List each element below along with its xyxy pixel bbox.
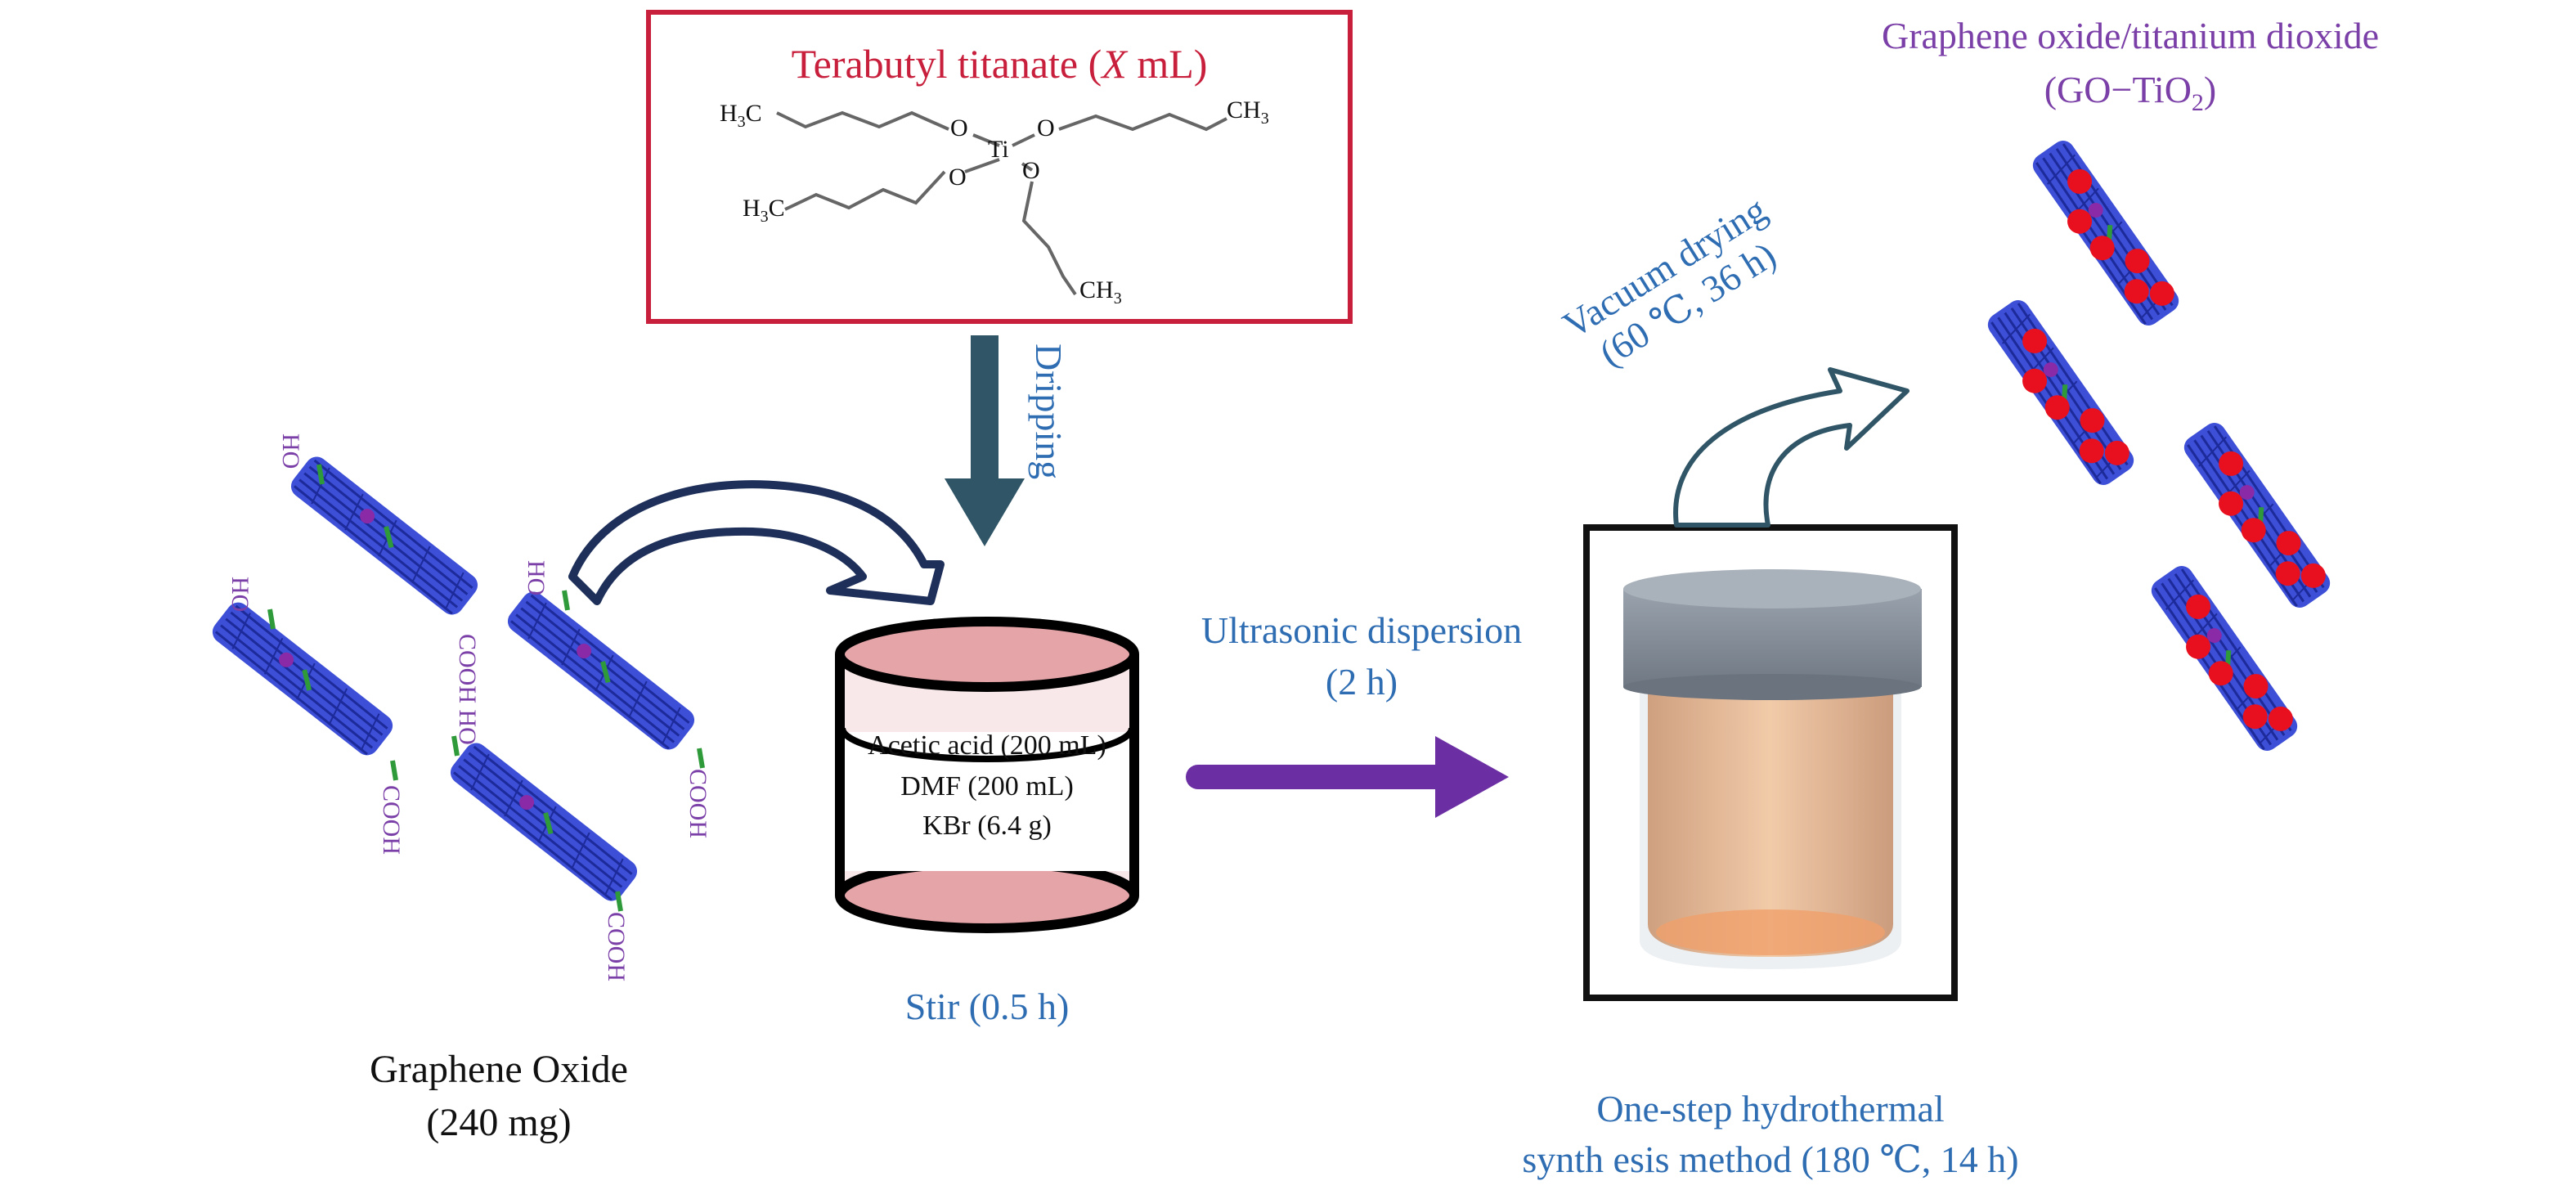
go-group-cooh-1: COOH — [378, 785, 405, 855]
ultrasonic-label-2: (2 h) — [1325, 661, 1398, 703]
right-arrow — [1186, 736, 1509, 818]
curved-arrow-vacuum — [1673, 367, 1910, 528]
go-bond-7 — [615, 891, 623, 912]
stir-label: Stir (0.5 h) — [904, 986, 1070, 1027]
ultrasonic-label-1: Ultrasonic dispersion — [1200, 609, 1523, 651]
go-bond-2 — [267, 608, 276, 630]
go-bond-3 — [562, 590, 570, 611]
graphene-oxide-name: Graphene Oxide — [370, 1048, 628, 1091]
atom-ch3-right: CH3 — [1227, 97, 1269, 128]
go-group-cooh-ho: COOH HO — [454, 634, 481, 745]
product-title-1: Graphene oxide/titanium dioxide — [1881, 15, 2380, 56]
hydrothermal-label-2: synth esis method (180 ℃, 14 h) — [1522, 1138, 2019, 1180]
beaker — [835, 617, 1139, 933]
dripping-label: Dripping — [1027, 344, 1070, 480]
go-group-ho-2: HO — [227, 577, 254, 613]
graphene-oxide-amount: (240 mg) — [426, 1101, 572, 1144]
atom-o-1: O — [950, 115, 968, 141]
product-sheet-1 — [2032, 141, 2179, 326]
beaker-line-1: Acetic acid (200 mL) — [868, 730, 1106, 761]
curved-arrow-to-beaker — [568, 480, 945, 605]
atom-o-4: O — [1022, 157, 1040, 184]
atom-h3c-bottom-left: H3C — [743, 195, 785, 226]
graphene-oxide-sheets — [212, 456, 705, 912]
down-arrow — [945, 335, 1025, 546]
atom-o-3: O — [949, 164, 967, 191]
atom-ti: Ti — [988, 136, 1009, 163]
hydrothermal-jar — [1623, 569, 1922, 969]
atom-ch3-bottom: CH3 — [1079, 276, 1122, 308]
go-bond-1 — [316, 464, 325, 485]
reagent-box — [646, 10, 1353, 324]
titanate-molecule — [776, 110, 1227, 296]
go-sheet-4 — [450, 743, 638, 901]
product-sheet-2 — [1987, 300, 2134, 485]
go-group-cooh-2: COOH — [684, 769, 711, 839]
product-sheet-4 — [2151, 566, 2298, 751]
product-sheet-3 — [2183, 423, 2331, 608]
go-group-cooh-3: COOH — [603, 912, 630, 982]
go-bond-4 — [451, 735, 460, 757]
reagent-title: Terabutyl titanate (X mL) — [791, 41, 1208, 87]
go-sheet-3 — [507, 591, 695, 750]
atom-h3c-top-left: H3C — [720, 100, 762, 131]
go-sheet-1 — [290, 456, 478, 615]
go-group-ho-3: HO — [523, 560, 550, 596]
atom-o-2: O — [1037, 115, 1055, 141]
go-group-ho-1: HO — [277, 433, 304, 469]
beaker-line-3: KBr (6.4 g) — [922, 811, 1052, 841]
beaker-line-2: DMF (200 mL) — [900, 771, 1074, 802]
go-bond-5 — [390, 760, 398, 781]
hydrothermal-label-1: One-step hydrothermal — [1596, 1088, 1945, 1129]
go-tio2-sheets — [1987, 141, 2331, 751]
product-title-2: (GO−TiO2) — [2044, 69, 2217, 117]
go-sheet-2 — [212, 602, 393, 756]
go-bond-6 — [697, 748, 705, 769]
